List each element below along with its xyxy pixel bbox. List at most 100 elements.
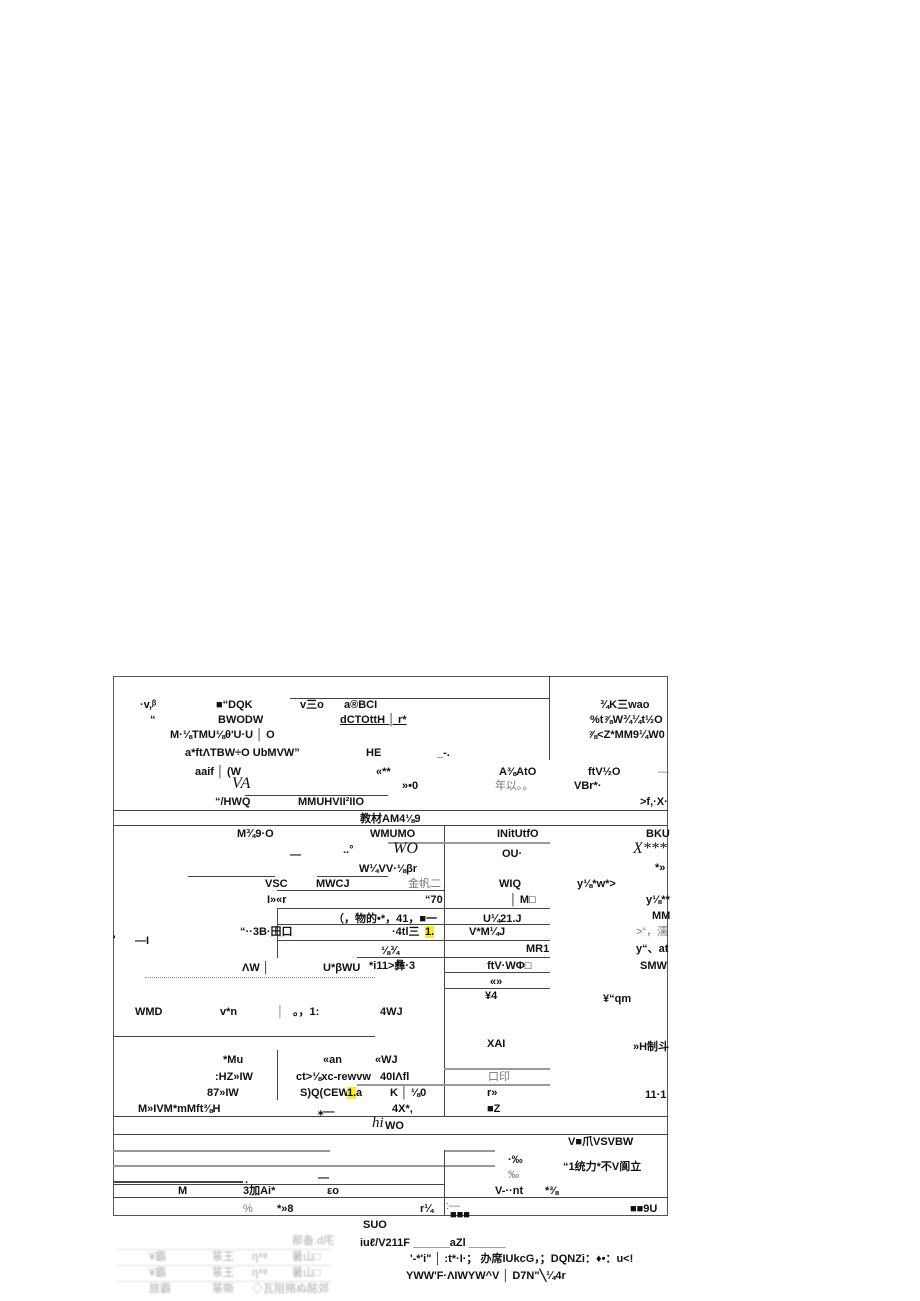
rule — [277, 908, 278, 958]
table-cell: ¥霸 — [149, 1267, 167, 1279]
rule — [113, 1036, 375, 1037]
rule — [113, 1134, 668, 1135]
text: _-. — [437, 747, 450, 759]
text: :— — [446, 1200, 461, 1212]
table-header: 那备.d㡯 — [292, 1235, 335, 1247]
highlighted-text: 1. — [347, 1087, 357, 1099]
text: ■■9U — [630, 1203, 658, 1215]
text: ct>⅛xc-rewvw — [296, 1071, 371, 1083]
text: INitUtfO — [497, 828, 539, 840]
text: MWCJ — [316, 878, 350, 890]
section-heading: hi — [372, 1115, 384, 1131]
rule — [188, 876, 275, 877]
table-cell: η⁸ᵠ — [252, 1267, 268, 1279]
text: *» — [655, 862, 666, 874]
text: XAI — [487, 1038, 506, 1050]
text: （，物的•*，41，■一 — [333, 913, 438, 925]
text: »H制斗 — [633, 1041, 670, 1053]
text: X*** — [633, 840, 667, 857]
text: SUO — [363, 1219, 387, 1231]
rule — [113, 810, 668, 811]
rule — [444, 1150, 495, 1152]
table-cell: 暑山□ — [292, 1267, 321, 1279]
section-heading: 教材AM4⅛9 — [360, 813, 421, 825]
text: —I — [135, 935, 150, 947]
text: ■“DQK — [216, 699, 253, 711]
text: :HZ»IW — [215, 1071, 253, 1083]
rule — [113, 1116, 668, 1117]
text: W¼VV·⅛βr — [359, 863, 418, 875]
text: 金帆二 — [408, 878, 441, 890]
text: dCTOttH │ r* — [340, 714, 407, 726]
text: ⅛¾ — [381, 945, 400, 957]
text: «** — [376, 766, 391, 778]
text: MMUHVII²IIO — [298, 796, 364, 808]
rule — [290, 698, 549, 699]
text: S)Q(CEW — [300, 1087, 349, 1099]
text: «WJ — [375, 1054, 398, 1066]
text: v三o — [300, 699, 324, 711]
table-cell: ◇瓦阻赂ぬ酩郊 — [252, 1283, 329, 1295]
text: V-··nt — [495, 1185, 524, 1197]
text: 4WJ — [380, 1006, 403, 1018]
text: 40IΛfl — [380, 1071, 410, 1083]
text: ·4tl三 — [392, 926, 420, 938]
rule — [444, 825, 445, 1116]
text: aaif │ (W — [195, 766, 241, 778]
text: “ — [150, 714, 156, 726]
text: VA — [232, 775, 251, 792]
text: M¾9·O — [237, 828, 274, 840]
rule — [444, 1150, 445, 1216]
text: I»«r — [267, 894, 287, 906]
text: «» — [490, 976, 503, 988]
text: 口印 — [488, 1071, 510, 1083]
text: MR1 — [526, 943, 550, 955]
text: ·‰ — [508, 1154, 523, 1166]
text: 87»IW — [207, 1087, 239, 1099]
text: ⁎— — [318, 1106, 335, 1118]
rule — [317, 876, 388, 877]
rule — [113, 1181, 243, 1183]
text: iuℓ/V211F ______aZl ______ — [360, 1237, 506, 1249]
text: “··3B·田口 — [240, 926, 293, 938]
text: y⅛** — [646, 894, 670, 906]
text: — — [318, 1172, 329, 1184]
text: M·⅛TMU⅛θ'U·U │ O — [170, 729, 275, 741]
rule — [113, 1197, 668, 1198]
rule — [444, 1068, 550, 1070]
text: >f,·X· — [640, 796, 668, 808]
text: r» — [487, 1087, 498, 1099]
table-cell: 篆嘶 — [212, 1283, 234, 1295]
rule — [277, 940, 550, 941]
rule — [113, 1184, 444, 1185]
text: U¼21.J — [483, 913, 522, 925]
text: ftV½O — [588, 766, 621, 778]
text: “70 — [425, 894, 443, 906]
text: «an — [323, 1054, 342, 1066]
text: 年以。。 — [495, 780, 534, 792]
text: y⅛*w*> — [577, 878, 616, 890]
text: »•0 — [402, 780, 419, 792]
text: r¼ — [420, 1203, 434, 1215]
text: │ — [277, 1006, 284, 1018]
document-frame — [113, 676, 668, 1216]
text: '-*'i" │ :t*·I·； 办席IUkcG，；DQNZi：♦•：u<! — [410, 1253, 634, 1265]
text: ■■■ — [450, 1209, 470, 1221]
text: BKU — [646, 828, 670, 840]
text: MM — [652, 910, 671, 922]
rule — [388, 842, 550, 844]
text: *⅜ — [545, 1185, 559, 1197]
text: WIQ — [499, 878, 521, 890]
rule — [357, 957, 550, 958]
text: HE — [366, 747, 382, 759]
text: V*M¼J — [469, 926, 506, 938]
text: ¥4 — [485, 990, 498, 1002]
text: % — [243, 1203, 253, 1215]
text: M»IVM*mMft⅜H — [138, 1103, 221, 1115]
text: ΛW │ — [242, 962, 270, 974]
table-cell: ¥霸 — [149, 1251, 167, 1263]
text: VBr*· — [574, 780, 602, 792]
text: WMUMO — [370, 828, 416, 840]
text: 11·1 — [645, 1089, 667, 1101]
rule — [113, 1165, 495, 1167]
